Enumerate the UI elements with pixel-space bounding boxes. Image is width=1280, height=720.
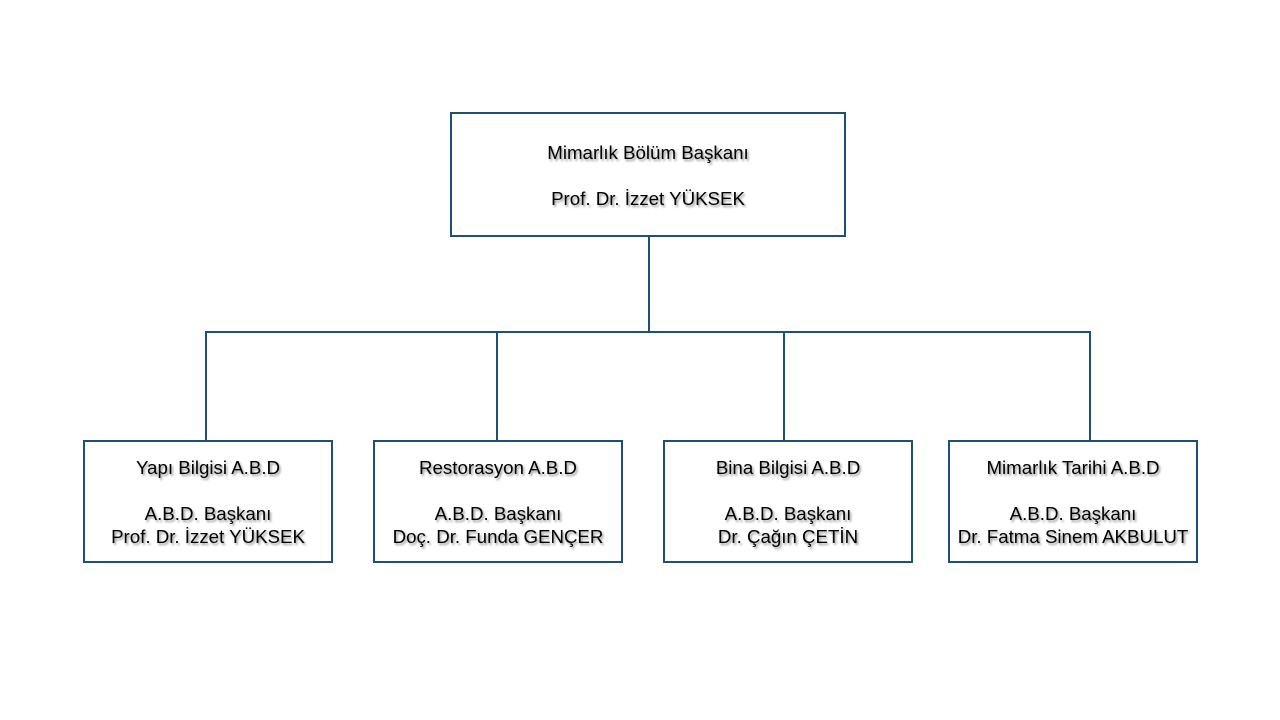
org-box-dept-0-text: Yapı Bilgisi A.B.D A.B.D. Başkanı Prof. … <box>85 455 331 548</box>
org-box-dept-0: Yapı Bilgisi A.B.D A.B.D. Başkanı Prof. … <box>83 440 333 563</box>
dept-2-title: Bina Bilgisi A.B.D <box>715 457 861 478</box>
dept-0-role: A.B.D. Başkanı <box>144 503 272 524</box>
org-box-root-text: Mimarlık Bölüm Başkanı Prof. Dr. İzzet Y… <box>452 140 844 210</box>
connector-root-stem <box>648 237 650 331</box>
dept-0-name: Prof. Dr. İzzet YÜKSEK <box>111 526 305 547</box>
blank-line <box>452 164 844 187</box>
root-name: Prof. Dr. İzzet YÜKSEK <box>551 187 745 209</box>
dept-1-title: Restorasyon A.B.D <box>419 457 577 478</box>
connector-drop-3 <box>1089 333 1091 440</box>
org-box-dept-1-text: Restorasyon A.B.D A.B.D. Başkanı Doç. Dr… <box>375 455 621 548</box>
dept-3-title: Mimarlık Tarihi A.B.D <box>986 457 1160 478</box>
org-box-dept-1: Restorasyon A.B.D A.B.D. Başkanı Doç. Dr… <box>373 440 623 563</box>
connector-drop-2 <box>783 333 785 440</box>
connector-drop-1 <box>496 333 498 440</box>
org-box-dept-3-text: Mimarlık Tarihi A.B.D A.B.D. Başkanı Dr.… <box>950 455 1196 548</box>
dept-3-role: A.B.D. Başkanı <box>1009 503 1137 524</box>
connector-drop-0 <box>205 333 207 440</box>
root-title: Mimarlık Bölüm Başkanı <box>547 141 749 163</box>
blank-line <box>950 479 1196 502</box>
connector-rail <box>205 331 1091 333</box>
blank-line <box>375 479 621 502</box>
dept-3-name: Dr. Fatma Sinem AKBULUT <box>957 526 1189 547</box>
dept-2-name: Dr. Çağın ÇETİN <box>717 526 859 547</box>
org-box-dept-2: Bina Bilgisi A.B.D A.B.D. Başkanı Dr. Ça… <box>663 440 913 563</box>
org-box-root: Mimarlık Bölüm Başkanı Prof. Dr. İzzet Y… <box>450 112 846 237</box>
org-box-dept-3: Mimarlık Tarihi A.B.D A.B.D. Başkanı Dr.… <box>948 440 1198 563</box>
blank-line <box>665 479 911 502</box>
dept-1-name: Doç. Dr. Funda GENÇER <box>392 526 604 547</box>
dept-2-role: A.B.D. Başkanı <box>724 503 852 524</box>
blank-line <box>85 479 331 502</box>
dept-0-title: Yapı Bilgisi A.B.D <box>135 457 281 478</box>
dept-1-role: A.B.D. Başkanı <box>434 503 562 524</box>
org-box-dept-2-text: Bina Bilgisi A.B.D A.B.D. Başkanı Dr. Ça… <box>665 455 911 548</box>
